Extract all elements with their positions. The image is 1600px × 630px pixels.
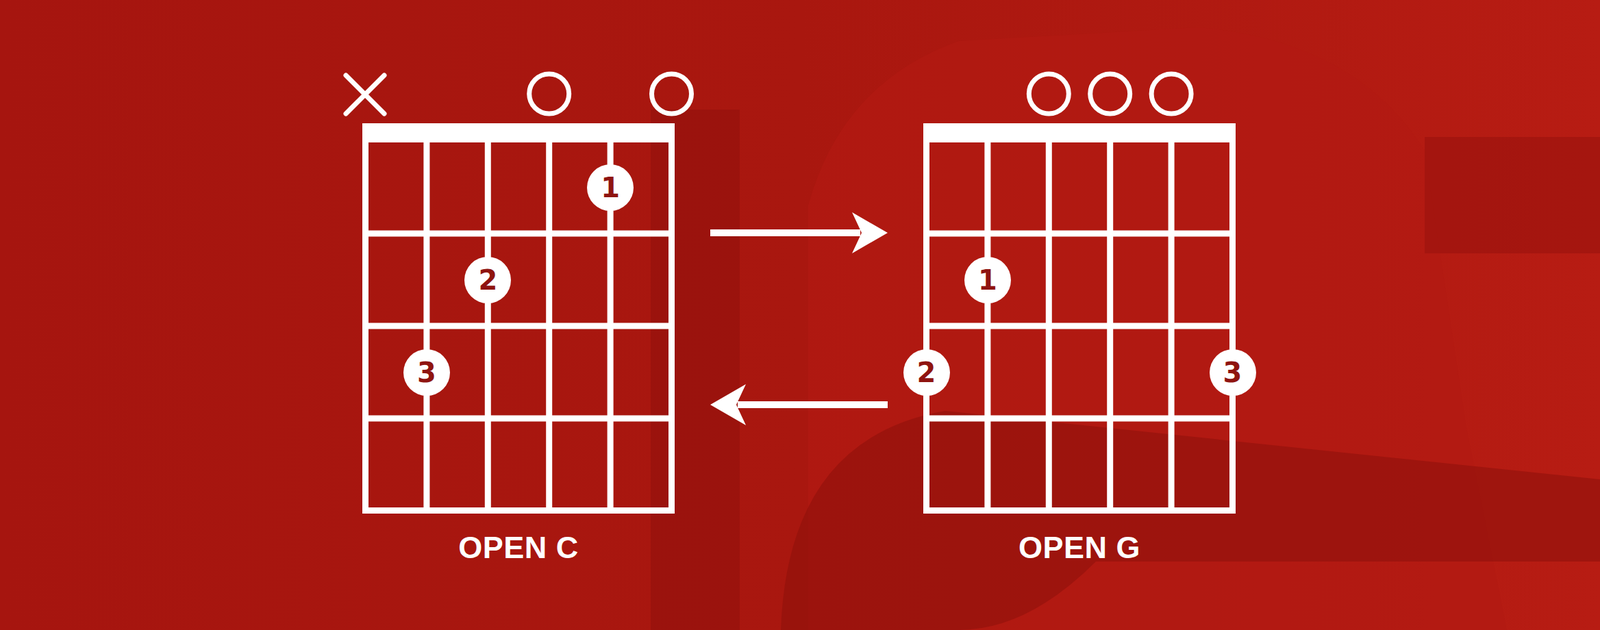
string-marks bbox=[345, 73, 1192, 114]
finger-circle: 1 bbox=[586, 164, 634, 211]
muted-mark bbox=[345, 75, 385, 114]
fret-line bbox=[923, 230, 1236, 237]
fret-line bbox=[923, 323, 1236, 330]
wall-shadow bbox=[650, 109, 740, 630]
open-mark bbox=[1028, 73, 1069, 114]
guitar-string bbox=[1045, 123, 1053, 514]
finger-number: 3 bbox=[1223, 358, 1243, 387]
guitar-string bbox=[984, 123, 991, 514]
fret-line bbox=[923, 415, 1236, 422]
arrow-head bbox=[710, 384, 746, 426]
finger-number: 2 bbox=[917, 358, 937, 387]
switch-arrow bbox=[710, 212, 888, 254]
open-mark bbox=[529, 73, 570, 114]
finger-circle: 2 bbox=[464, 256, 511, 304]
guitar-string bbox=[484, 123, 492, 514]
chord-name: OPEN C bbox=[321, 530, 716, 566]
open-mark bbox=[1090, 73, 1131, 114]
arrow-head bbox=[852, 212, 888, 254]
finger-circle: 3 bbox=[1209, 349, 1257, 396]
chord-name: OPEN G bbox=[882, 530, 1277, 566]
open-mark bbox=[1151, 73, 1192, 114]
finger-number: 1 bbox=[978, 266, 998, 294]
guitar-string bbox=[668, 123, 675, 514]
arrow-shaft bbox=[710, 229, 861, 237]
arrow-shaft bbox=[737, 401, 888, 409]
fret-line bbox=[362, 323, 675, 330]
nut-bar bbox=[923, 123, 1236, 143]
guitar-string bbox=[545, 123, 553, 514]
chord-chart: OPEN G123 bbox=[923, 123, 1236, 576]
finger-circle: 2 bbox=[903, 349, 950, 396]
guitar-silhouette bbox=[780, 410, 1600, 630]
fret-line bbox=[362, 507, 675, 514]
finger-number: 2 bbox=[478, 266, 498, 294]
open-mark bbox=[652, 73, 692, 114]
guitar-string bbox=[1106, 123, 1114, 514]
guitar-string bbox=[1229, 123, 1236, 514]
fretboard-grid bbox=[923, 123, 1236, 514]
guitar-string bbox=[923, 123, 930, 514]
finger-number: 1 bbox=[600, 173, 620, 202]
switch-arrow bbox=[710, 384, 888, 426]
fret-line bbox=[362, 230, 675, 237]
muted-mark bbox=[345, 75, 385, 114]
nut-bar bbox=[362, 123, 675, 143]
fret-line bbox=[923, 507, 1236, 514]
guitar-string bbox=[423, 123, 430, 514]
finger-number: 3 bbox=[417, 358, 437, 387]
finger-circle: 3 bbox=[403, 349, 450, 396]
finger-circle: 1 bbox=[964, 256, 1011, 304]
guitar-string bbox=[362, 123, 369, 514]
chord-chart: OPEN C123 bbox=[362, 123, 675, 576]
pillow bbox=[1424, 136, 1600, 254]
fret-line bbox=[362, 415, 675, 422]
guitar-string bbox=[1168, 123, 1175, 514]
